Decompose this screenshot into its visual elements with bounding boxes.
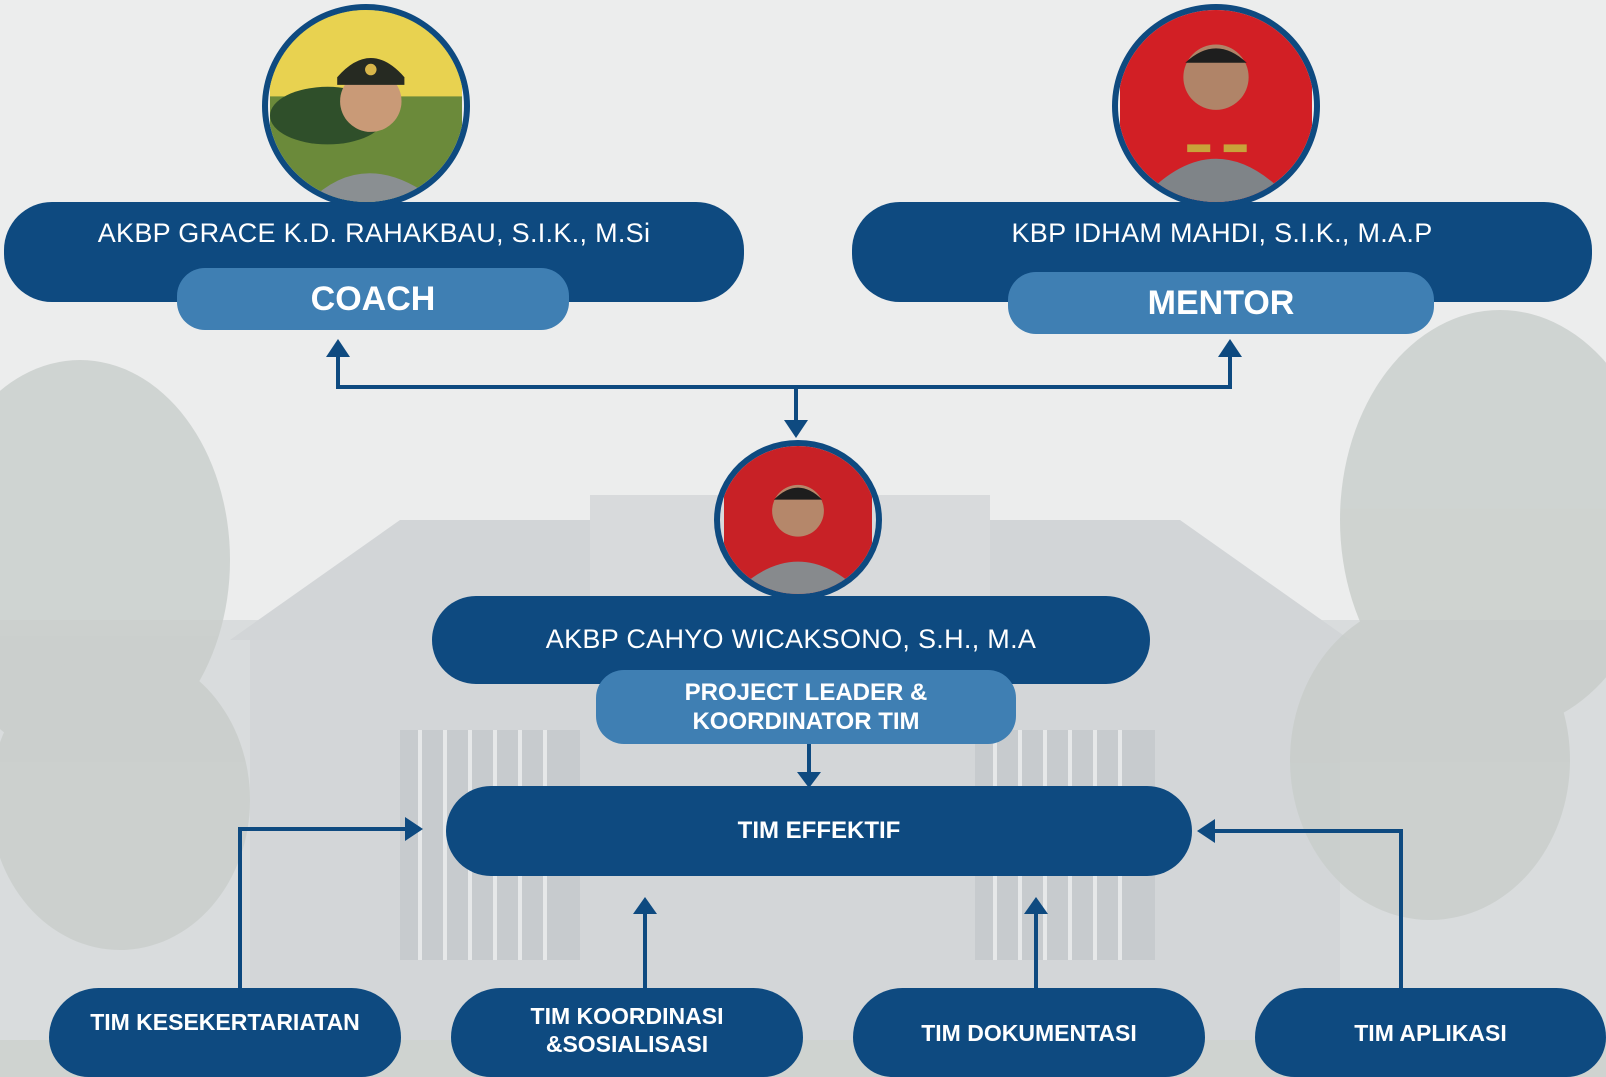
leader-avatar <box>714 440 882 600</box>
team-label-line1: TIM KOORDINASI <box>530 1003 724 1029</box>
mentor-name: KBP IDHAM MAHDI, S.I.K., M.A.P <box>1011 218 1433 248</box>
coach-avatar <box>262 4 470 208</box>
team-hub-label: TIM EFFEKTIF <box>737 817 901 844</box>
leader-name-box: AKBP CAHYO WICAKSONO, S.H., M.A <box>432 596 1150 684</box>
coach-photo-placeholder <box>270 10 462 202</box>
team-label: TIM APLIKASI <box>1354 1019 1507 1046</box>
coach-role-label: COACH <box>310 279 436 318</box>
leader-name: AKBP CAHYO WICAKSONO, S.H., M.A <box>545 624 1037 654</box>
coach-name: AKBP GRACE K.D. RAHAKBAU, S.I.K., M.Si <box>97 218 651 248</box>
team-box-kesekertariatan: TIM KESEKERTARIATAN <box>49 988 401 1077</box>
mentor-name-box: KBP IDHAM MAHDI, S.I.K., M.A.P <box>852 202 1592 302</box>
team-label: TIM KESEKERTARIATAN <box>90 1009 360 1035</box>
team-box-koordinasi: TIM KOORDINASI &SOSIALISASI <box>451 988 803 1077</box>
leader-role-line2: KOORDINATOR TIM <box>692 708 920 735</box>
mentor-role-label: MENTOR <box>1147 283 1295 322</box>
team-box-dokumentasi: TIM DOKUMENTASI <box>853 988 1205 1077</box>
mentor-role-box: MENTOR <box>1008 272 1434 334</box>
team-label-line2: &SOSIALISASI <box>545 1031 709 1057</box>
coach-role-box: COACH <box>177 268 569 330</box>
team-label: TIM DOKUMENTASI <box>921 1019 1137 1046</box>
team-box-aplikasi: TIM APLIKASI <box>1255 988 1606 1077</box>
mentor-photo-placeholder <box>1120 10 1312 202</box>
leader-role-line1: PROJECT LEADER & <box>684 679 928 706</box>
leader-role-box: PROJECT LEADER & KOORDINATOR TIM <box>596 670 1016 744</box>
leader-photo-placeholder <box>724 446 872 594</box>
team-hub-box: TIM EFFEKTIF <box>446 786 1192 876</box>
mentor-avatar <box>1112 4 1320 208</box>
